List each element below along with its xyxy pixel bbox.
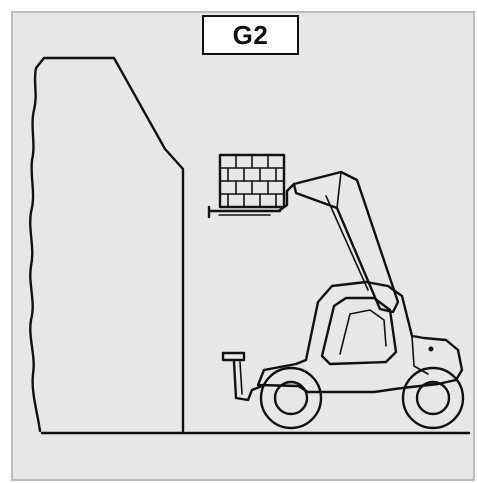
diagram-label: G2 (202, 15, 299, 55)
wall-obstacle (30, 58, 183, 431)
brick-load (220, 155, 284, 207)
rear-wheel (261, 368, 321, 428)
front-wheel (403, 368, 463, 428)
telescopic-boom (294, 172, 398, 312)
diagram-label-text: G2 (233, 20, 269, 51)
telehandler-body (258, 282, 462, 392)
stabilizer-leg (223, 353, 262, 400)
